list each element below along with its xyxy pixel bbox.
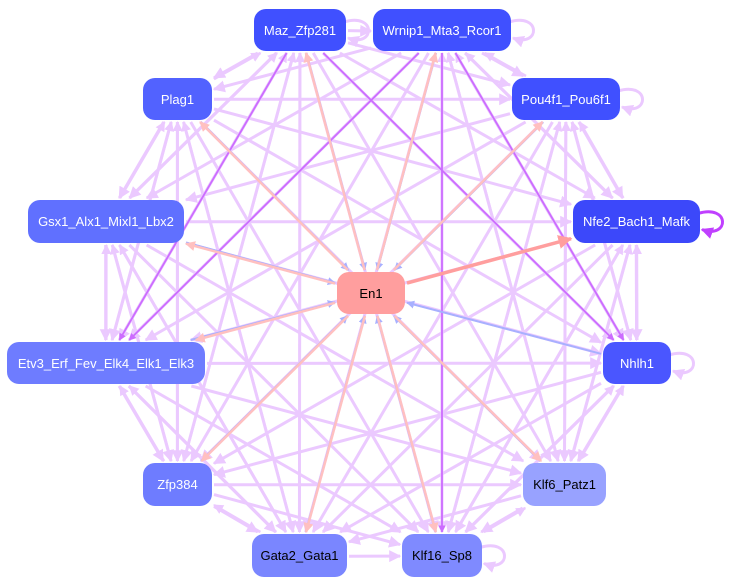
node-Etv3_Erf_Fev_Elk4_Elk1_Elk3[interactable]: Etv3_Erf_Fev_Elk4_Elk1_Elk3: [7, 342, 205, 384]
self-loop-Pou4f1_Pou6f1: [617, 87, 644, 117]
edge-Gsx1_Alx1_Mixl1_Lbx2-Klf6_Patz1: [145, 243, 525, 463]
strong-edge-Maz_Zfp281-Etv3_Erf_Fev_Elk4_Elk1_Elk3: [118, 52, 288, 341]
node-label: Gata2_Gata1: [260, 548, 339, 563]
edge-Plag1-Maz_Zfp281: [213, 51, 262, 81]
node-Plag1[interactable]: Plag1: [143, 78, 212, 120]
edge-En1-to-Klf16_Sp8: [376, 315, 439, 533]
edge-En1-to-Etv3_Erf_Fev_Elk4_Elk1_Elk3: [194, 301, 336, 343]
edge-Pou4f1_Pou6f1-Etv3_Erf_Fev_Elk4_Elk1_Elk3: [144, 120, 527, 342]
node-label: Nfe2_Bach1_Mafk: [583, 214, 690, 229]
node-Klf16_Sp8[interactable]: Klf16_Sp8: [402, 534, 482, 577]
node-Zfp384[interactable]: Zfp384: [143, 463, 212, 506]
node-Gsx1_Alx1_Mixl1_Lbx2[interactable]: Gsx1_Alx1_Mixl1_Lbx2: [28, 200, 184, 243]
edge-En1-to-Zfp384: [200, 315, 349, 462]
edge-Wrnip1_Mta3_Rcor1-Pou4f1_Pou6f1: [481, 51, 525, 78]
node-Pou4f1_Pou6f1[interactable]: Pou4f1_Pou6f1: [512, 78, 620, 120]
node-label: Klf6_Patz1: [533, 477, 596, 492]
strong-edge-Wrnip1_Mta3_Rcor1-Nhlh1: [454, 52, 625, 341]
edge-Nfe2_Bach1_Mafk-Zfp384: [212, 243, 596, 465]
edge-Klf16_Sp8-Klf6_Patz1: [483, 506, 527, 534]
node-Klf6_Patz1[interactable]: Klf6_Patz1: [523, 463, 606, 506]
self-loop-Nfe2_Bach1_Mafk: [697, 210, 724, 239]
node-En1[interactable]: En1: [337, 272, 405, 314]
node-Nfe2_Bach1_Mafk[interactable]: Nfe2_Bach1_Mafk: [573, 200, 700, 243]
edge-Gsx1_Alx1_Mixl1_Lbx2-Plag1: [119, 121, 166, 199]
edge-Zfp384-Etv3_Erf_Fev_Elk4_Elk1_Elk3: [118, 385, 166, 462]
node-label: Zfp384: [157, 477, 198, 492]
edge-En1-to-Maz_Zfp281: [303, 52, 366, 271]
node-label: Pou4f1_Pou6f1: [521, 91, 611, 107]
edge-Plag1-Nhlh1: [213, 118, 603, 344]
node-Maz_Zfp281[interactable]: Maz_Zfp281: [254, 9, 346, 51]
edge-Wrnip1_Mta3_Rcor1-Zfp384: [189, 52, 430, 463]
edge-Klf6_Patz1-Nhlh1: [577, 385, 625, 462]
edge-Maz_Zfp281-Pou4f1_Pou6f1: [347, 41, 512, 88]
edge-Maz_Zfp281-Klf6_Patz1: [311, 52, 553, 463]
node-label: Maz_Zfp281: [263, 22, 337, 38]
self-loop-Wrnip1_Mta3_Rcor1: [508, 18, 535, 48]
node-label: Gsx1_Alx1_Mixl1_Lbx2: [38, 214, 174, 229]
edge-En1-to-Wrnip1_Mta3_Rcor1: [375, 52, 439, 271]
node-label: Wrnip1_Mta3_Rcor1: [382, 22, 502, 38]
edge-Pou4f1_Pou6f1-Gata2_Gata1: [311, 121, 554, 534]
node-Wrnip1_Mta3_Rcor1[interactable]: Wrnip1_Mta3_Rcor1: [373, 9, 511, 51]
node-Nhlh1[interactable]: Nhlh1: [603, 342, 671, 384]
edge-Pou4f1_Pou6f1-Gsx1_Alx1_Mixl1_Lbx2: [184, 112, 511, 203]
edge-En1-to-Nfe2_Bach1_Mafk: [406, 235, 573, 285]
node-label: Etv3_Erf_Fev_Elk4_Elk1_Elk3: [17, 355, 195, 371]
self-loop-Nhlh1: [668, 351, 695, 381]
node-label: Klf16_Sp8: [412, 548, 472, 563]
edge-En1-to-Klf6_Patz1: [393, 315, 542, 462]
edge-Nhlh1-Gata2_Gata1: [339, 381, 602, 534]
edge-Nhlh1-to-En1: [406, 300, 602, 355]
node-label: En1: [359, 285, 383, 301]
edge-En1-to-Gsx1_Alx1_Mixl1_Lbx2: [185, 241, 336, 285]
edge-En1-to-Pou4f1_Pou6f1: [392, 121, 544, 271]
edge-En1-to-Gata2_Gata1: [303, 315, 367, 533]
edge-Nfe2_Bach1_Mafk-Pou4f1_Pou6f1: [578, 121, 625, 199]
edge-Klf6_Patz1-Gata2_Gata1: [347, 494, 522, 545]
self-loop-Klf16_Sp8: [479, 544, 506, 573]
edge-Pou4f1_Pou6f1-Wrnip1_Mta3_Rcor1: [483, 51, 527, 78]
self-loop-Maz_Zfp281: [343, 18, 370, 48]
edge-Plag1-Nfe2_Bach1_Mafk: [213, 107, 573, 208]
node-label: Plag1: [160, 91, 195, 107]
node-Gata2_Gata1[interactable]: Gata2_Gata1: [252, 534, 347, 577]
node-label: Nhlh1: [620, 355, 654, 371]
edge-Wrnip1_Mta3_Rcor1-Plag1: [212, 46, 372, 93]
edge-Plag1-Klf16_Sp8: [189, 121, 430, 534]
edge-En1-to-Plag1: [199, 121, 349, 271]
edge-Gata2_Gata1-Zfp384: [213, 503, 262, 534]
